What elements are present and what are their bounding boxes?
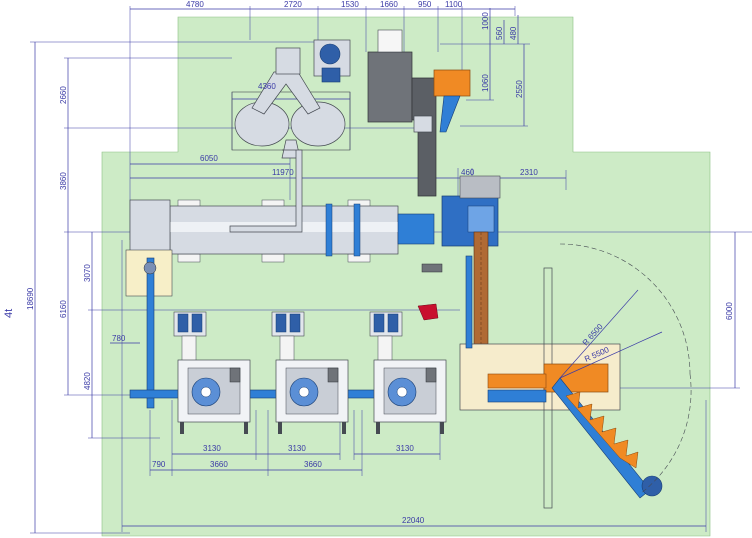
dim-left-2660: 2660 xyxy=(59,86,68,104)
dim-right-560: 560 xyxy=(495,26,504,40)
dim-internal-780: 780 xyxy=(112,334,126,343)
dim-left-3070: 3070 xyxy=(83,264,92,282)
dim-bottom-22040: 22040 xyxy=(402,516,425,525)
side-label: 4t xyxy=(3,309,15,318)
unit-3-filter-left xyxy=(373,313,385,333)
unit-2-leg-right xyxy=(342,422,346,434)
unit-3-motor xyxy=(425,367,437,383)
dim-right-480: 480 xyxy=(509,26,518,40)
unit-3-duct xyxy=(377,335,393,363)
unit-1-hub xyxy=(200,386,212,398)
unit-1-filter-left xyxy=(177,313,189,333)
dim-top-2720: 2720 xyxy=(284,0,302,9)
unit-1-motor xyxy=(229,367,241,383)
dim-right-2550: 2550 xyxy=(515,80,524,98)
misc-parts xyxy=(417,263,443,321)
screw-conveyor xyxy=(551,243,692,499)
dim-internal-6050: 6050 xyxy=(200,154,218,163)
dim-bottom-3130-c: 3130 xyxy=(396,444,414,453)
unit-2-motor xyxy=(327,367,339,383)
cyclone-separators xyxy=(231,47,351,159)
dim-internal-460: 460 xyxy=(461,168,475,177)
unit-2-leg-left xyxy=(278,422,282,434)
dim-bottom-3660-b: 3660 xyxy=(304,460,322,469)
dim-top-1530: 1530 xyxy=(341,0,359,9)
dim-left-18690: 18690 xyxy=(26,287,35,310)
dim-top-950: 950 xyxy=(418,0,432,9)
unit-2-filter-right xyxy=(289,313,301,333)
rotary-dryer xyxy=(129,149,435,263)
draft-fan xyxy=(313,39,351,83)
dim-bottom-3660-a: 3660 xyxy=(210,460,228,469)
unit-1-duct xyxy=(181,335,197,363)
unit-2-hub xyxy=(298,386,310,398)
dim-left-6160: 6160 xyxy=(59,300,68,318)
dim-top-1100: 1100 xyxy=(445,0,463,9)
dim-bottom-3130-a: 3130 xyxy=(203,444,221,453)
dim-left-4820: 4820 xyxy=(83,372,92,390)
dim-bottom-790: 790 xyxy=(152,460,166,469)
unit-3-filter-right xyxy=(387,313,399,333)
processing-units xyxy=(173,311,447,434)
hot-air-furnace xyxy=(441,175,501,247)
unit-2-duct xyxy=(279,335,295,363)
dim-bottom-3130-b: 3130 xyxy=(288,444,306,453)
unit-3-leg-right xyxy=(440,422,444,434)
dim-top-1660: 1660 xyxy=(380,0,398,9)
unit-2-filter-left xyxy=(275,313,287,333)
unit-1-leg-left xyxy=(180,422,184,434)
dim-top-4780: 4780 xyxy=(186,0,204,9)
dim-internal-4360: 4360 xyxy=(258,82,276,91)
receiving-hopper xyxy=(459,267,621,509)
dim-internal-6000: 6000 xyxy=(725,302,734,320)
dim-right-1000: 1000 xyxy=(481,12,490,30)
feed-hopper-small xyxy=(433,69,471,133)
unit-3-hub xyxy=(396,386,408,398)
dim-internal-11970: 11970 xyxy=(272,168,294,177)
dim-internal-2310: 2310 xyxy=(520,168,538,177)
dim-right-1060: 1060 xyxy=(481,74,490,92)
dim-left-3860: 3860 xyxy=(59,172,68,190)
unit-1-filter-right xyxy=(191,313,203,333)
unit-3-leg-left xyxy=(376,422,380,434)
unit-1-leg-right xyxy=(244,422,248,434)
